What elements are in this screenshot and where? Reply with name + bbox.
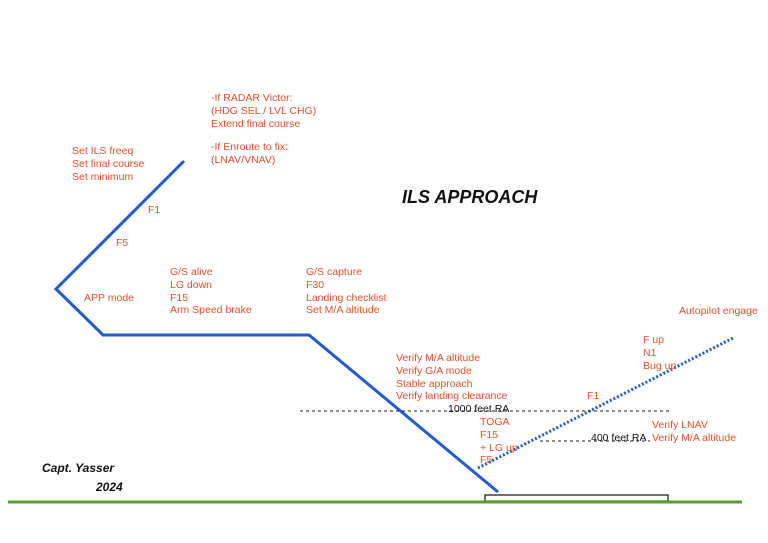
flaps-up-note: F up N1 Bug up xyxy=(643,334,677,372)
author-year: 2024 xyxy=(96,480,123,494)
gs-alive-note: G/S alive LG down F15 Arm Speed brake xyxy=(170,266,252,317)
flaps-1-intercept-label: F1 xyxy=(148,204,161,216)
page-title: ILS APPROACH xyxy=(402,187,538,207)
app-mode-label: APP mode xyxy=(84,292,135,304)
enroute-fix-note: -If Enroute to fix: (LNAV/VNAV) xyxy=(211,141,289,166)
set-ils-note: Set ILS freeq Set final course Set minim… xyxy=(72,145,145,183)
flaps-5-intercept-label: F5 xyxy=(116,237,129,249)
verify-lnav-note: Verify LNAV Verify M/A altitude xyxy=(652,419,737,444)
gs-capture-note: G/S capture F30 Landing checklist Set M/… xyxy=(306,266,387,317)
gate-1000-label: 1000 feet RA xyxy=(448,403,510,415)
runway xyxy=(484,494,669,502)
verify-stable-note: Verify M/A altitude Verify G/A mode Stab… xyxy=(396,352,508,403)
autopilot-engage-label: Autopilot engage xyxy=(679,305,758,317)
gate-400-label: 400 feet RA xyxy=(591,432,647,444)
author-name: Capt. Yasser xyxy=(42,461,115,475)
radar-vector-note: -If RADAR Victor: (HDG SEL / LVL CHG) Ex… xyxy=(211,92,317,130)
toga-note: TOGA F15 + LG up F5 xyxy=(480,416,518,467)
flaps-1-climb-label: F1 xyxy=(587,390,600,402)
approach-path xyxy=(53,159,499,494)
